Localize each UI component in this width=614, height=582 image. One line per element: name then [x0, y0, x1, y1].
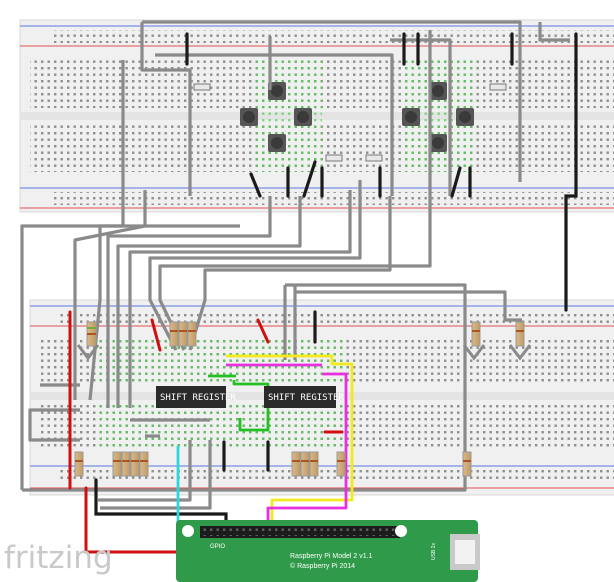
shift-register-chip-1: SHIFT REGISTER	[156, 386, 236, 408]
led	[462, 344, 486, 361]
resistor	[309, 451, 319, 477]
resistor	[462, 451, 472, 477]
push-buttons	[240, 82, 474, 152]
usb-label: USB 2x	[431, 543, 437, 560]
resistor	[515, 321, 525, 347]
gpio-label: GPIO	[210, 544, 225, 550]
resistor	[471, 321, 481, 347]
fritzing-logo: fritzing	[4, 540, 113, 576]
push-button	[240, 108, 258, 126]
shift-register-chip-2: SHIFT REGISTER	[264, 386, 344, 408]
push-button	[294, 108, 312, 126]
chip-label: SHIFT REGISTER	[160, 393, 236, 403]
push-button	[429, 82, 447, 100]
resistor	[336, 451, 346, 477]
resistors	[74, 321, 525, 477]
resistor	[130, 451, 140, 477]
resistor	[86, 321, 97, 347]
gray-wires	[20, 20, 570, 510]
led	[508, 344, 532, 361]
push-button	[429, 134, 447, 152]
led	[76, 344, 100, 361]
pi-model-label: Raspberry Pi Model 2 v1.1	[290, 553, 373, 560]
pi-copyright-label: © Raspberry Pi 2014	[290, 562, 355, 570]
push-button	[268, 82, 286, 100]
top-small-resistors	[193, 83, 507, 162]
resistor	[178, 321, 188, 347]
chip-label: SHIFT REGISTER	[268, 393, 344, 403]
resistor	[112, 451, 122, 477]
leds	[76, 344, 532, 361]
raspberry-pi-board: GPIO Raspberry Pi Model 2 v1.1 © Raspber…	[176, 520, 480, 582]
resistor	[300, 451, 310, 477]
resistor	[187, 321, 197, 347]
resistor	[121, 451, 131, 477]
push-button	[402, 108, 420, 126]
push-button	[268, 134, 286, 152]
resistor	[139, 451, 149, 477]
top-breadboard	[19, 19, 614, 213]
resistor	[291, 451, 301, 477]
resistor	[74, 451, 84, 477]
push-button	[456, 108, 474, 126]
resistor	[169, 321, 179, 347]
